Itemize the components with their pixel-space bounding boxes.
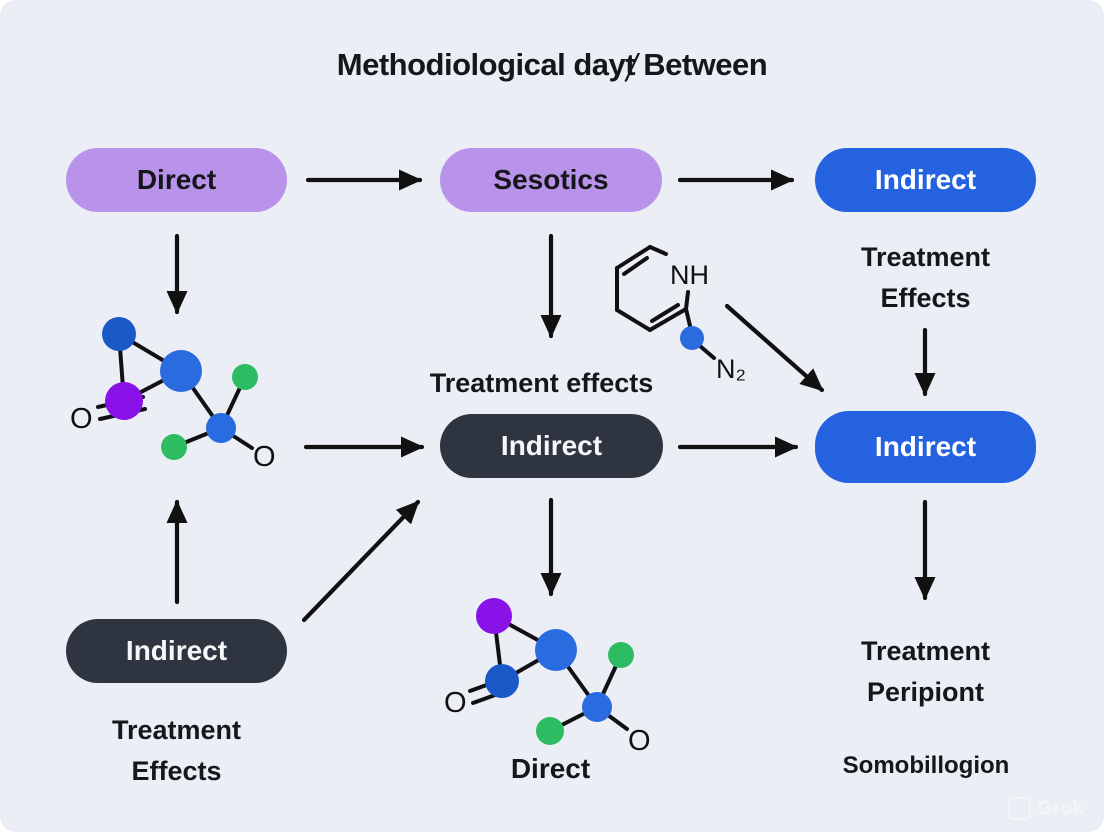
caption-treatment-peripiont: Treatment Peripiont xyxy=(860,636,991,707)
atom-label-o: O xyxy=(444,687,467,719)
atom-dark-blue xyxy=(102,317,136,351)
caption-direct-bottom: Direct xyxy=(510,753,591,784)
atom-label-n2: N₂ xyxy=(716,354,746,384)
watermark-logo-icon xyxy=(1007,797,1031,820)
atom-label-o: O xyxy=(253,441,276,473)
atom-purple xyxy=(105,382,143,420)
caption-somobillogion: Somobillogion xyxy=(842,752,1010,779)
caption-treatment-effects-top-right: Treatment Effects xyxy=(860,242,991,313)
atom-blue xyxy=(680,326,704,350)
arrows-group xyxy=(166,169,936,623)
node-indirect-bottom-left: Indirect xyxy=(66,619,287,683)
arrow-ring-to-indirect xyxy=(724,303,825,393)
node-indirect-middle-right: Indirect xyxy=(815,411,1036,483)
node-sesotics: Sesotics xyxy=(440,148,662,212)
atom-purple xyxy=(476,598,512,634)
watermark-label: Grok xyxy=(1037,797,1084,819)
atom-green xyxy=(232,364,258,390)
bottom-molecule: O O xyxy=(444,598,651,757)
atom-green xyxy=(536,717,564,745)
caption-treatment-effects-middle: Treatment effects xyxy=(429,368,654,398)
atom-blue xyxy=(535,629,577,671)
left-molecule: O O xyxy=(70,317,276,473)
atom-label-o: O xyxy=(628,725,651,757)
atom-label-nh: NH xyxy=(670,260,709,290)
atom-blue xyxy=(582,692,612,722)
node-indirect-middle: Indirect xyxy=(440,414,663,478)
node-indirect-top-right: Indirect xyxy=(815,148,1036,212)
caption-treatment-effects-bottom-left: Treatment Effects xyxy=(111,715,242,786)
watermark: Grok xyxy=(1007,797,1084,820)
diagram-title: Methodiological dayⱦ Between xyxy=(336,47,768,82)
atom-green xyxy=(161,434,187,460)
atom-blue xyxy=(206,413,236,443)
atom-blue xyxy=(160,350,202,392)
arrow-indirect-bl-diagonal xyxy=(301,499,421,623)
ring-molecule: NH N₂ xyxy=(615,245,746,384)
node-direct-top: Direct xyxy=(66,148,287,212)
atom-green xyxy=(608,642,634,668)
atom-dark-blue xyxy=(485,664,519,698)
atom-label-o: O xyxy=(70,403,93,435)
